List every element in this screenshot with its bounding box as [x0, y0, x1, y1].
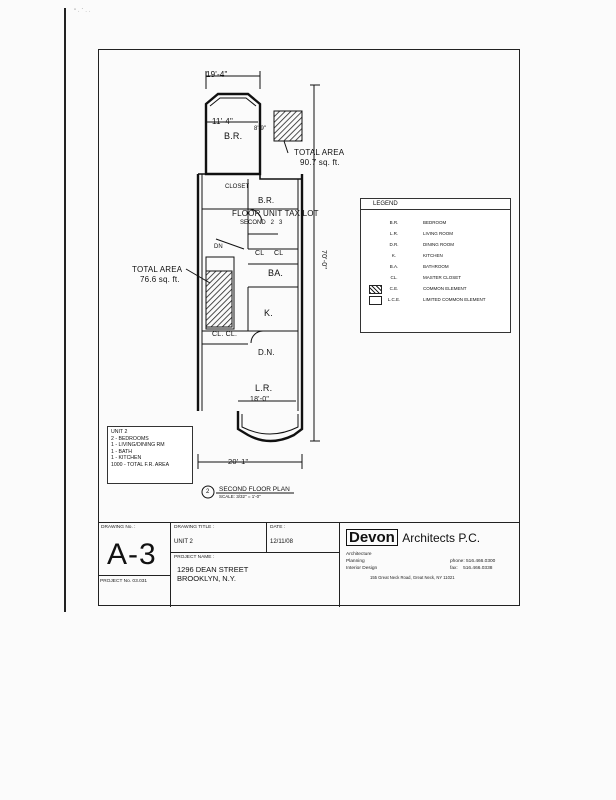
project-name-cell: PROJECT NAME : 1296 DEAN STREET BROOKLYN…: [171, 553, 340, 607]
drawing-title-label: DRAWING TITLE :: [174, 525, 214, 530]
firm-logo: Devon: [346, 529, 398, 546]
dim-br-width: 8'-9": [254, 126, 266, 132]
drawing-no-label: DRAWING No. :: [101, 525, 136, 530]
room-k: K.: [264, 308, 273, 318]
corner-mark: " · ` · ·: [74, 9, 91, 15]
floor-unit-tax-lot-sub: SECOND 2 3: [240, 220, 283, 226]
room-cl-lower: CL. CL.: [212, 331, 238, 338]
firm-header: Devon Architects P.C.: [346, 529, 480, 547]
date-label: DATE :: [270, 525, 286, 530]
dim-right: 70'-0": [320, 249, 328, 270]
room-cl-2: CL: [274, 250, 284, 257]
room-lr: L.R.: [255, 383, 273, 393]
total-area-left-value: 76.6 sq. ft.: [140, 275, 180, 284]
drawing-number-cell: DRAWING No. : A-3 PROJECT No. 03.031: [98, 523, 171, 607]
service-planning: Planning: [346, 559, 365, 564]
dim-upper: 11'-4": [212, 117, 233, 126]
room-br-mid: B.R.: [258, 196, 275, 205]
legend-row: C.E.COMMON ELEMENT: [361, 283, 510, 294]
unit-summary-line: 2 - BEDROOMS: [111, 435, 149, 442]
firm-fax: fax: 516.466.0338: [450, 566, 493, 571]
drawing-title-cell: DRAWING TITLE : UNIT 2: [171, 523, 267, 553]
legend-row: D.R.DINING ROOM: [389, 242, 455, 247]
legend-row: L.C.E.LIMITED COMMON ELEMENT: [361, 294, 510, 305]
address-line-1: 1296 DEAN STREET: [177, 565, 249, 574]
room-dn: D.N.: [258, 348, 275, 357]
unit-summary-line: 1 - BATH: [111, 448, 132, 455]
caption-number: 2: [206, 489, 210, 495]
drawing-title-value: UNIT 2: [174, 539, 193, 545]
caption-title: SECOND FLOOR PLAN: [219, 486, 290, 493]
floor-plan-drawing: [185, 71, 320, 499]
empty-swatch-icon: [369, 296, 382, 305]
unit-summary-line: 1 - KITCHEN: [111, 455, 142, 462]
legend: LEGEND B.R.BEDROOM L.R.LIVING ROOM D.R.D…: [360, 198, 511, 333]
dim-bottom: 20'-1": [228, 457, 249, 466]
legend-row: B.R.BEDROOM: [389, 220, 447, 225]
room-ba: BA.: [268, 268, 284, 278]
total-area-upper: TOTAL AREA: [294, 148, 345, 157]
firm-address: 155 Great Neck Road, Great Neck, NY 1102…: [370, 575, 455, 580]
total-area-left: TOTAL AREA: [132, 265, 183, 274]
legend-row: CL.MASTER CLOSET: [390, 275, 462, 280]
service-architecture: Architecture: [346, 552, 372, 557]
legend-row: K.KITCHEN: [391, 253, 443, 258]
unit-summary-line: UNIT 2: [111, 429, 128, 435]
address-line-2: BROOKLYN, N.Y.: [177, 574, 236, 583]
unit-summary-line: 1 - LIVING/DINING RM: [111, 442, 165, 449]
date-value: 12/11/08: [270, 539, 293, 545]
room-br-top: B.R.: [224, 131, 243, 141]
firm-cell: Devon Architects P.C. Architecture Plann…: [340, 523, 520, 607]
firm-name: Architects P.C.: [402, 531, 481, 545]
firm-phone: phone: 516.466.0300: [450, 559, 496, 564]
drawing-sheet-border: [98, 49, 520, 606]
small-tag: CLOSET: [225, 184, 250, 190]
title-block: DRAWING No. : A-3 PROJECT No. 03.031 DRA…: [98, 522, 520, 607]
hatch-swatch-icon: [369, 285, 382, 294]
unit-summary-line: 1000 - TOTAL F.R. AREA: [111, 461, 170, 468]
service-interior-design: Interior Design: [346, 566, 378, 571]
legend-title: LEGEND: [361, 199, 510, 210]
project-name-label: PROJECT NAME :: [174, 555, 215, 560]
unit-summary: UNIT 2 2 - BEDROOMS 1 - LIVING/DINING RM…: [107, 426, 193, 484]
scan-edge-line: [64, 8, 66, 612]
stair-dn: DN: [214, 244, 223, 250]
dim-mid: 18'-0": [250, 396, 270, 403]
room-cl-1: CL: [255, 250, 265, 257]
caption-scale: SCALE: 3/32" = 1'-0": [219, 494, 261, 499]
date-cell: DATE : 12/11/08: [267, 523, 340, 553]
project-number: PROJECT No. 03.031: [100, 579, 148, 584]
sheet-number: A-3: [107, 538, 157, 571]
legend-row: B.A.BATHROOM: [389, 264, 449, 269]
floor-unit-tax-lot: FLOOR UNIT TAX LOT: [232, 209, 319, 218]
legend-row: L.R.LIVING ROOM: [389, 231, 454, 236]
dim-top: 19'-4": [206, 70, 228, 79]
total-area-upper-value: 90.7 sq. ft.: [300, 158, 340, 167]
